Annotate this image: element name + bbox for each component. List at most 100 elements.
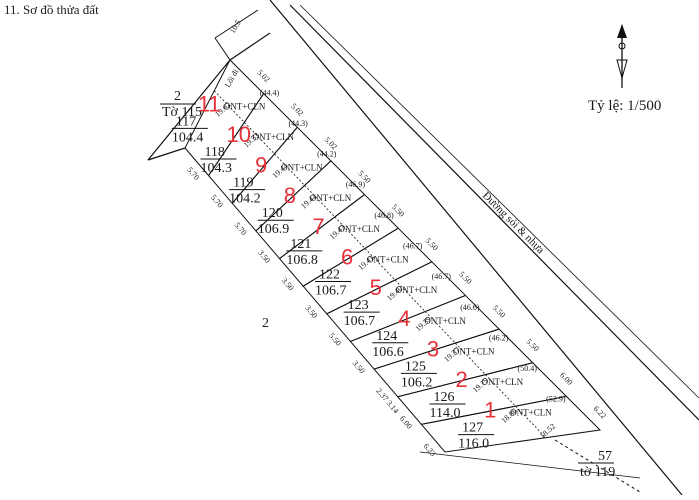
back-side-dimension: 5.70 xyxy=(185,165,201,182)
adjacent-sheet: tờ 119 xyxy=(580,465,615,480)
road-side-dimension: 5.02 xyxy=(255,68,271,84)
setback-line xyxy=(304,185,336,218)
lot-id: 123 xyxy=(348,298,369,313)
lots-group: 117104.4ONT+CLN(44.4)19.62115.025.701181… xyxy=(171,59,608,459)
lot-marker: 2 xyxy=(456,367,468,392)
land-use-code: ONT+CLN xyxy=(396,285,438,295)
setback-line xyxy=(213,90,245,123)
lot-127-boundary xyxy=(420,395,602,453)
lot-marker: 3 xyxy=(427,336,439,361)
lot-marker: 4 xyxy=(398,306,410,331)
front-area: (46.8) xyxy=(374,211,394,220)
lot-id: 127 xyxy=(462,421,483,436)
front-area: (46.9) xyxy=(346,180,366,189)
land-use-code: ONT+CLN xyxy=(252,132,294,142)
lot-area: 106.6 xyxy=(372,345,404,360)
front-area: (46.2) xyxy=(489,333,509,342)
setback-line xyxy=(394,279,426,312)
land-use-code: ONT+CLN xyxy=(224,101,266,111)
land-use-code: ONT+CLN xyxy=(367,255,409,265)
north-arrow-icon xyxy=(616,24,628,88)
lot-id: 119 xyxy=(233,176,253,191)
land-use-code: ONT+CLN xyxy=(453,346,495,356)
sheet-label: Tờ 115 xyxy=(162,105,202,120)
road-side-dimension: 5.50 xyxy=(424,236,440,252)
lot-area: 104.3 xyxy=(200,161,232,176)
lot-id: 121 xyxy=(290,237,311,252)
land-use-code: ONT+CLN xyxy=(424,316,466,326)
setback-line xyxy=(485,374,516,407)
lot-marker: 11 xyxy=(198,91,221,116)
front-area: (46.7) xyxy=(432,272,452,281)
lot-marker: 5 xyxy=(370,275,382,300)
setback-line xyxy=(515,405,547,438)
road-side-dimension: 6.22 xyxy=(592,404,608,420)
lot-area: 114.0 xyxy=(430,406,461,421)
road-label: Đường sỏi & nhựa xyxy=(480,190,547,257)
scale-label: Tỷ lệ: 1/500 xyxy=(588,98,661,114)
land-use-code: ONT+CLN xyxy=(281,163,323,173)
lot-area: 106.7 xyxy=(344,314,376,329)
front-area: (44.4) xyxy=(260,88,280,97)
back-side-dimension: 5.70 xyxy=(233,221,249,238)
center-parcel-label: 2 xyxy=(262,316,269,331)
adjacent-number: 57 xyxy=(598,449,612,464)
road-side-dimension: 6.00 xyxy=(558,371,574,387)
front-area: (44.3) xyxy=(288,119,308,128)
land-use-code: ONT+CLN xyxy=(310,193,352,203)
back-side-dimension: 6.23 xyxy=(422,442,438,459)
lot-area: 106.2 xyxy=(401,375,433,390)
front-area: (46.7) xyxy=(403,242,423,251)
setback-line xyxy=(334,216,366,249)
lot-marker: 7 xyxy=(312,214,324,239)
road-edges xyxy=(269,0,699,496)
land-use-code: ONT+CLN xyxy=(338,224,380,234)
lot-id: 125 xyxy=(405,359,426,374)
back-side-dimension: 5.50 xyxy=(327,331,343,348)
lot-area: 106.9 xyxy=(258,222,290,237)
setback-line xyxy=(364,248,396,281)
road-side-dimension: 5.50 xyxy=(491,303,507,319)
back-side-dimension: 6.00 xyxy=(398,414,414,431)
lot-id: 124 xyxy=(376,329,397,344)
lot-marker: 9 xyxy=(255,153,267,178)
setback-line xyxy=(424,311,456,344)
lot-marker: 6 xyxy=(341,245,353,270)
setback-line xyxy=(274,153,305,186)
front-area: (52.9) xyxy=(546,395,566,404)
lot-id: 120 xyxy=(262,206,283,221)
setback-line xyxy=(455,342,486,375)
lot-id: 126 xyxy=(434,390,455,405)
sheet-number: 2 xyxy=(174,89,181,104)
road-side-dimension: 5.02 xyxy=(289,102,305,118)
land-use-code: ONT+CLN xyxy=(482,377,524,387)
lot-marker: 1 xyxy=(484,398,496,423)
lot-area: 104.2 xyxy=(229,192,261,207)
lot-area: 116.0 xyxy=(458,437,489,452)
back-side-dimension: 2.37 3.14 xyxy=(374,386,400,415)
back-side-dimension: 3.50 xyxy=(256,248,272,265)
setback-line xyxy=(244,122,275,155)
back-side-dimension: 5.70 xyxy=(209,193,225,210)
outer-boundary xyxy=(147,9,641,493)
front-area: (44.2) xyxy=(317,150,337,159)
path-label: Lối đi xyxy=(223,67,241,89)
page-title: 11. Sơ đồ thửa đất xyxy=(4,2,99,17)
lot-marker: 8 xyxy=(284,183,296,208)
lot-area: 106.7 xyxy=(315,284,347,299)
front-area: (46.6) xyxy=(460,303,480,312)
lot-area: 104.4 xyxy=(172,130,204,145)
lot-id: 117 xyxy=(176,114,196,129)
lot-marker: 10 xyxy=(226,122,250,147)
road-side-dimension: 5.50 xyxy=(457,270,473,286)
lot-id: 118 xyxy=(204,145,224,160)
road-side-dimension: 5.50 xyxy=(524,337,540,353)
back-side-dimension: 3.50 xyxy=(351,359,367,376)
front-area: (50.4) xyxy=(518,364,538,373)
lot-area: 106.8 xyxy=(286,253,318,268)
back-side-dimension: 3.50 xyxy=(303,304,319,321)
land-use-code: ONT+CLN xyxy=(510,408,552,418)
back-side-dimension: 3.50 xyxy=(280,276,296,293)
